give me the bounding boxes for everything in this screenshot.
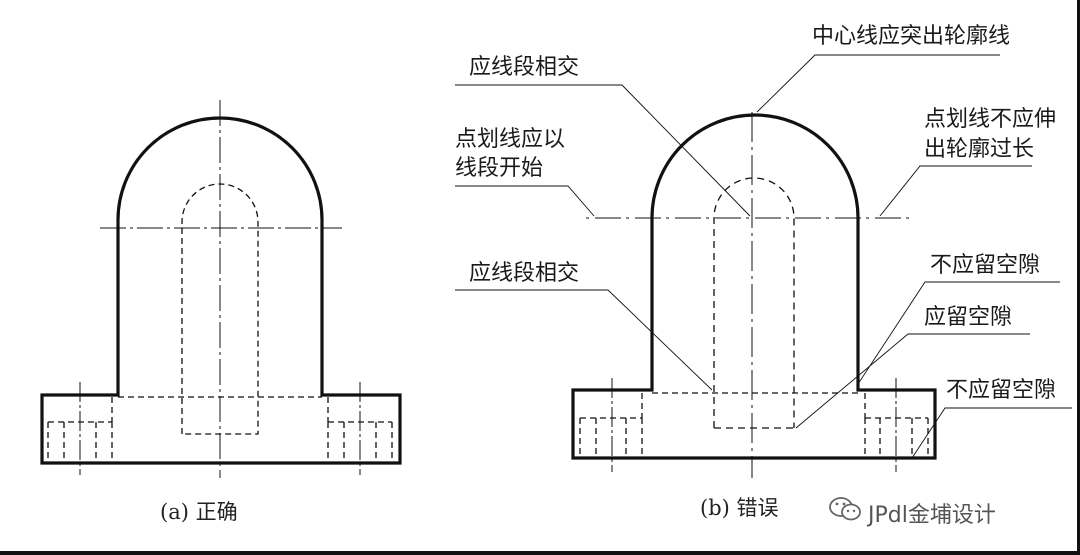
label-dashdot-start-1: 点划线应以	[455, 127, 566, 152]
label-no-gap-1: 不应留空隙	[930, 253, 1041, 278]
label-dashdot-start-2: 线段开始	[455, 156, 544, 181]
figure-b-hidden-hole-left	[579, 393, 643, 458]
wechat-icon	[829, 497, 861, 521]
leader-should-gap	[795, 333, 1030, 429]
leader-dashdot-start	[455, 185, 595, 217]
label-dashdot-not-extend-1: 点划线不应伸	[924, 107, 1057, 132]
leader-should-intersect-top	[455, 84, 751, 217]
leader-no-gap-2	[911, 407, 1072, 459]
leader-dashdot-not-extend	[879, 165, 1032, 217]
leader-should-intersect-mid	[455, 289, 713, 391]
frame-right-border	[1077, 0, 1080, 555]
label-center-line-protrude: 中心线应突出轮廓线	[812, 24, 1011, 49]
label-dashdot-not-extend-2: 出轮廓过长	[924, 137, 1035, 162]
leader-lines	[455, 54, 1072, 459]
label-should-gap: 应留空隙	[924, 305, 1013, 330]
figure-a-outline	[40, 116, 402, 465]
leader-no-gap-1	[857, 281, 1060, 385]
figure-b-outline	[571, 113, 937, 460]
caption-b: (b) 错误	[700, 496, 779, 520]
label-should-intersect-mid: 应线段相交	[469, 261, 580, 286]
label-no-gap-2: 不应留空隙	[946, 378, 1057, 403]
leader-center-line-protrude	[756, 54, 1000, 113]
figure-a-correct	[40, 100, 402, 478]
caption-a: (a) 正确	[160, 500, 238, 524]
label-should-intersect-top: 应线段相交	[469, 55, 580, 80]
figure-b-hidden-slot	[713, 177, 795, 429]
frame-bottom-border	[0, 551, 1080, 555]
watermark-text: JPdl金埔设计	[868, 503, 996, 528]
figure-a-hidden-slot	[181, 183, 259, 435]
figure-b-wrong	[455, 54, 1072, 478]
